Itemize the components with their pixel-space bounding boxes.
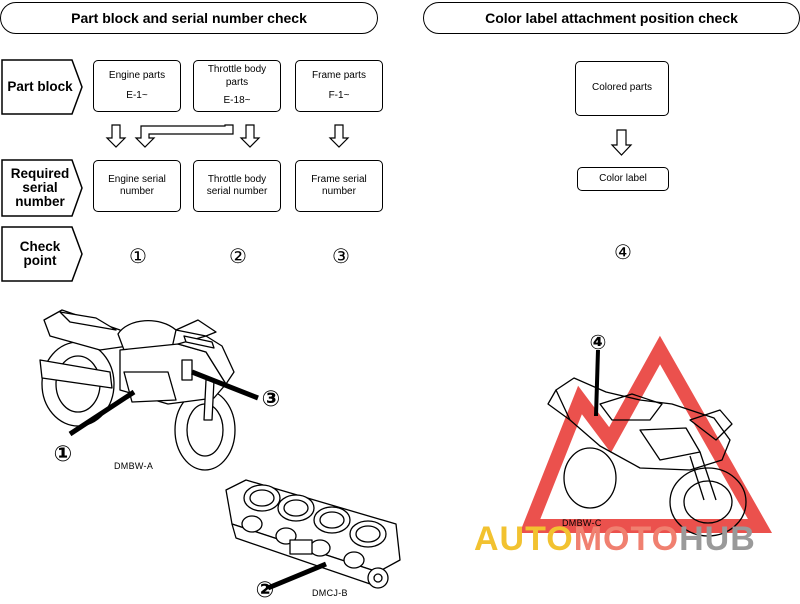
bent-arrow-icon — [134, 124, 234, 148]
down-arrow-icon — [328, 124, 350, 148]
watermark-logo: AUTOMOTOHUB — [474, 520, 756, 559]
color-label-box: Color label — [577, 167, 669, 191]
frame-parts-box: Frame parts F-1~ — [295, 60, 383, 112]
part-block-title-text: Part block and serial number check — [71, 10, 307, 26]
part-block-tag-label: Part block — [7, 78, 73, 94]
check-point-2: ② — [229, 244, 247, 268]
part-block-title: Part block and serial number check — [0, 2, 378, 34]
throttle-body-parts-box: Throttle body parts E-18~ — [193, 60, 281, 112]
colored-parts-box: Colored parts — [575, 61, 669, 116]
color-label-title-text: Color label attachment position check — [485, 10, 738, 26]
required-serial-tag-label: Required serial number — [10, 165, 70, 210]
motorcycle-caption: DMBW-A — [114, 461, 154, 471]
frame-serial-box: Frame serial number — [295, 160, 383, 212]
watermark-auto: AUTO — [474, 520, 574, 558]
part-block-tag-shape — [1, 59, 83, 115]
down-arrow-icon — [610, 129, 633, 156]
callout-2: ② — [255, 578, 275, 603]
watermark-moto: MOTO — [573, 520, 680, 558]
throttle-serial-box: Throttle body serial number — [193, 160, 281, 212]
watermark-hub: HUB — [679, 520, 756, 558]
engine-serial-box: Engine serial number — [93, 160, 181, 212]
throttle-caption: DMCJ-B — [312, 588, 348, 598]
check-point-1: ① — [129, 244, 147, 268]
check-point-4: ④ — [614, 240, 632, 264]
down-arrow-icon — [239, 124, 261, 148]
callout-1: ① — [53, 442, 73, 467]
engine-parts-box: Engine parts E-1~ — [93, 60, 181, 112]
callout-3: ③ — [261, 387, 281, 412]
down-arrow-icon — [105, 124, 127, 148]
right-motorcycle-caption: DMBW-C — [562, 518, 602, 528]
callout-4: ④ — [589, 330, 607, 354]
check-point-tag-label: Check point — [19, 238, 61, 268]
check-point-3: ③ — [332, 244, 350, 268]
required-serial-tag-shape — [1, 159, 83, 217]
check-point-tag-shape — [1, 226, 83, 282]
